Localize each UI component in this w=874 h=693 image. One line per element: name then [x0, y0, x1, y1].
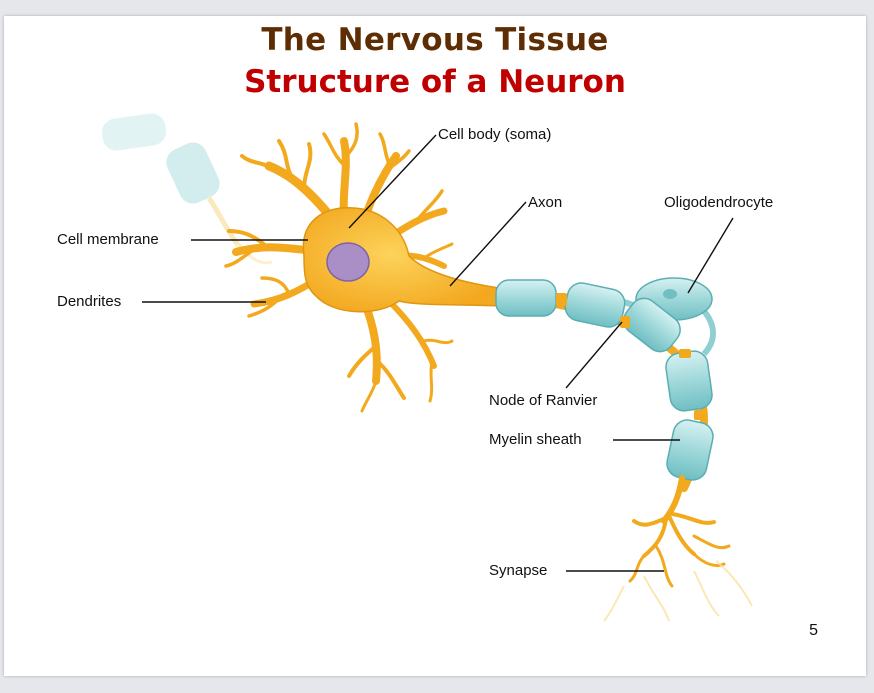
dendrites	[224, 122, 454, 413]
nodes-of-ranvier	[556, 293, 706, 420]
neuron-diagram	[101, 113, 753, 622]
slide-subtitle: Structure of a Neuron	[244, 64, 626, 100]
label-dendrites: Dendrites	[57, 293, 122, 310]
label-node-of-ranvier: Node of Ranvier	[489, 392, 598, 409]
leader-lines	[142, 134, 734, 572]
postsynaptic-branches	[603, 560, 753, 622]
slide-title: The Nervous Tissue	[261, 22, 609, 58]
label-cell-body: Cell body (soma)	[438, 126, 552, 143]
slide: The Nervous Tissue Structure of a Neuron	[4, 16, 866, 676]
label-axon: Axon	[528, 194, 563, 211]
nucleus	[326, 242, 370, 282]
label-cell-membrane: Cell membrane	[57, 231, 159, 248]
label-oligodendrocyte: Oligodendrocyte	[664, 194, 774, 211]
label-synapse: Synapse	[489, 562, 548, 579]
axon-terminals	[628, 475, 731, 588]
cell-body	[302, 207, 500, 313]
label-myelin-sheath: Myelin sheath	[489, 431, 582, 448]
page-number: 5	[809, 622, 818, 639]
